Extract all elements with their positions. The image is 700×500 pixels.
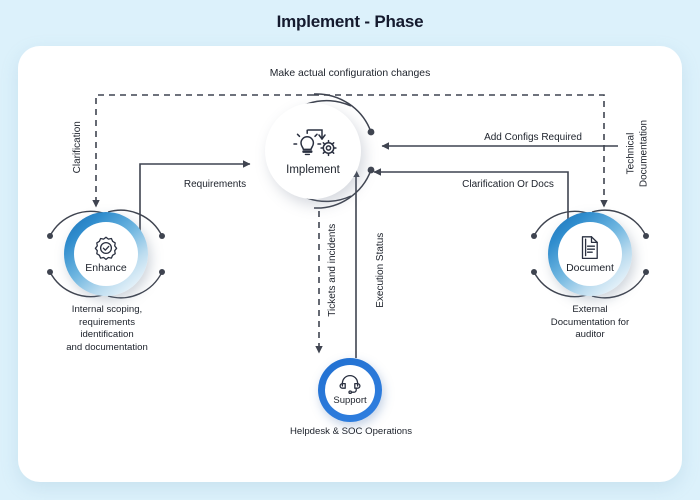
- edge-technical-documentation: [313, 94, 608, 208]
- node-document[interactable]: Document: [548, 212, 632, 296]
- document-orbit-dots: [531, 233, 649, 275]
- edge-label-clarification: Clarification: [71, 121, 83, 174]
- technical-doc-l2: Documentation: [638, 119, 649, 188]
- edge-label-make-config: Make actual configuration changes: [269, 68, 431, 79]
- enhance-orbit-dots: [47, 233, 165, 275]
- page-title: Implement - Phase: [276, 12, 424, 31]
- node-implement-label: Implement: [286, 163, 340, 176]
- edge-label-add-configs: Add Configs Required: [484, 132, 582, 143]
- node-enhance-label: Enhance: [85, 261, 127, 274]
- edge-make-config: [92, 94, 313, 208]
- caption-support: Helpdesk & SOC Operations: [289, 426, 413, 437]
- edge-label-technical-documentation: Technical Documentation: [626, 94, 651, 214]
- node-implement-body: Implement: [265, 103, 361, 199]
- document-icon: [581, 235, 598, 259]
- lightbulb-gear-icon: [293, 128, 337, 156]
- caption-document: External Documentation for auditor: [514, 304, 666, 342]
- caption-document-l1: External: [572, 304, 608, 315]
- caption-document-l3: auditor: [575, 329, 605, 341]
- process-diagram: Implement Enhance: [18, 46, 682, 482]
- node-enhance[interactable]: Enhance: [64, 212, 148, 296]
- node-support[interactable]: Support: [318, 358, 382, 422]
- caption-enhance-l3: identification: [80, 329, 134, 341]
- edge-label-requirements: Requirements: [183, 179, 247, 190]
- node-support-label: Support: [333, 395, 367, 406]
- caption-enhance-l4: and documentation: [66, 341, 148, 353]
- caption-enhance-l2: requirements: [79, 316, 135, 328]
- diagram-card: Implement Enhance: [18, 46, 682, 482]
- caption-enhance-l1: Internal scoping,: [71, 304, 143, 315]
- gear-check-icon: [94, 236, 118, 260]
- edge-label-tickets: Tickets and incidents: [326, 223, 338, 317]
- edge-requirements: [139, 160, 251, 260]
- edge-label-clarification-docs: Clarification Or Docs: [462, 179, 554, 190]
- node-support-body: Support: [325, 365, 375, 415]
- node-document-label: Document: [566, 261, 614, 274]
- edge-label-execution-status: Execution Status: [374, 232, 386, 308]
- node-enhance-body: Enhance: [74, 222, 138, 286]
- node-implement[interactable]: Implement: [255, 93, 371, 209]
- headset-icon: [339, 375, 361, 394]
- caption-enhance: Internal scoping, requirements identific…: [26, 304, 188, 354]
- caption-document-l2: Documentation for: [550, 316, 630, 328]
- technical-doc-l1: Technical: [625, 132, 637, 175]
- node-document-body: Document: [558, 222, 622, 286]
